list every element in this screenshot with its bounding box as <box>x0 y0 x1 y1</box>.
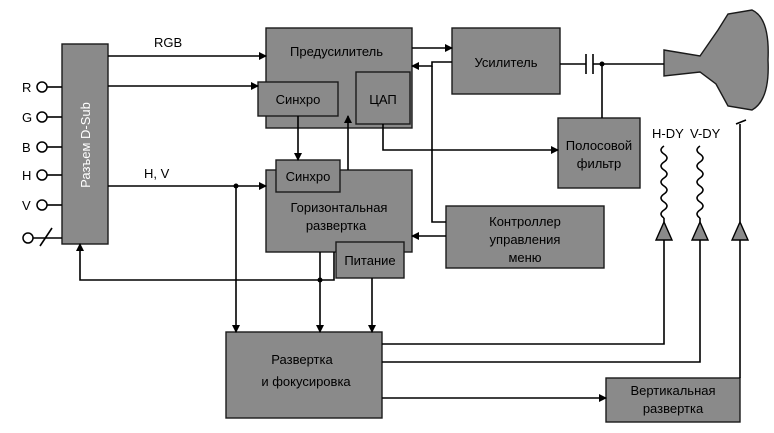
scan-focus-block <box>225 331 383 419</box>
hdy-driver-triangle-icon <box>654 220 674 241</box>
connections <box>76 44 741 402</box>
pin-h-icon <box>36 169 48 181</box>
feedback-to-connector-line <box>76 243 335 281</box>
anode-lead <box>735 119 747 125</box>
dac-block <box>355 71 411 125</box>
pin-b-icon <box>36 141 48 153</box>
bandpass-label-1: Полосовой <box>566 138 632 153</box>
pin-label-g: G <box>22 110 32 125</box>
vscan-block <box>605 377 741 423</box>
sync-mid-block <box>275 159 341 193</box>
rgb-signal-label: RGB <box>154 35 182 50</box>
vscan-label-1: Вертикальная <box>630 383 715 398</box>
pin-label-v: V <box>22 198 31 213</box>
connector-pins: R G B H V <box>22 80 62 247</box>
bandpass-filter-block <box>557 117 641 189</box>
power-label: Питание <box>344 253 395 268</box>
preamp-label: Предусилитель <box>290 44 383 59</box>
hscan-label-2: развертка <box>306 218 367 233</box>
osd-controller-block <box>445 205 605 269</box>
to-hdy-line <box>382 240 665 345</box>
dac-label: ЦАП <box>369 92 397 107</box>
pin-r-icon <box>36 81 48 93</box>
vdy-label: V-DY <box>690 126 721 141</box>
pin-v-icon <box>36 199 48 211</box>
dsub-connector-label: Разъем D-Sub <box>78 102 93 188</box>
hscan-label-1: Горизонтальная <box>291 200 388 215</box>
pin-label-h: H <box>22 168 31 183</box>
osd-label-3: меню <box>508 250 541 265</box>
hdy-coil-icon <box>660 145 668 222</box>
to-vdy-line <box>382 240 701 363</box>
sync-mid-label: Синхро <box>286 169 331 184</box>
bandpass-label-2: фильтр <box>577 156 621 171</box>
amplifier-block <box>451 27 561 95</box>
osd-to-preamp-line <box>431 66 446 223</box>
osd-label-1: Контроллер <box>489 214 561 229</box>
scanfocus-label-2: и фокусировка <box>261 374 351 389</box>
junction-dot-hv <box>233 183 239 189</box>
pin-ground-icon <box>22 232 34 244</box>
dsub-connector-block <box>61 43 109 245</box>
pin-label-b: B <box>22 140 31 155</box>
vdy-coil-icon <box>696 145 704 222</box>
dac-to-bandpass-line <box>382 124 559 154</box>
scanfocus-label-1: Развертка <box>271 352 333 367</box>
amplifier-label: Усилитель <box>475 55 538 70</box>
power-block <box>335 241 405 279</box>
vdy-driver-triangle-icon <box>690 220 710 241</box>
pin-label-r: R <box>22 80 31 95</box>
vscan-label-2: развертка <box>643 401 704 416</box>
vscan-driver-triangle-icon <box>730 220 750 241</box>
crt-tube <box>663 9 769 111</box>
pin-g-icon <box>36 111 48 123</box>
pin-ground-slash <box>39 227 53 247</box>
hdy-label: H-DY <box>652 126 684 141</box>
sync-top-label: Синхро <box>276 92 321 107</box>
amp-feedback-line <box>411 61 452 70</box>
hv-signal-label: H, V <box>144 166 170 181</box>
osd-label-2: управления <box>490 232 561 247</box>
